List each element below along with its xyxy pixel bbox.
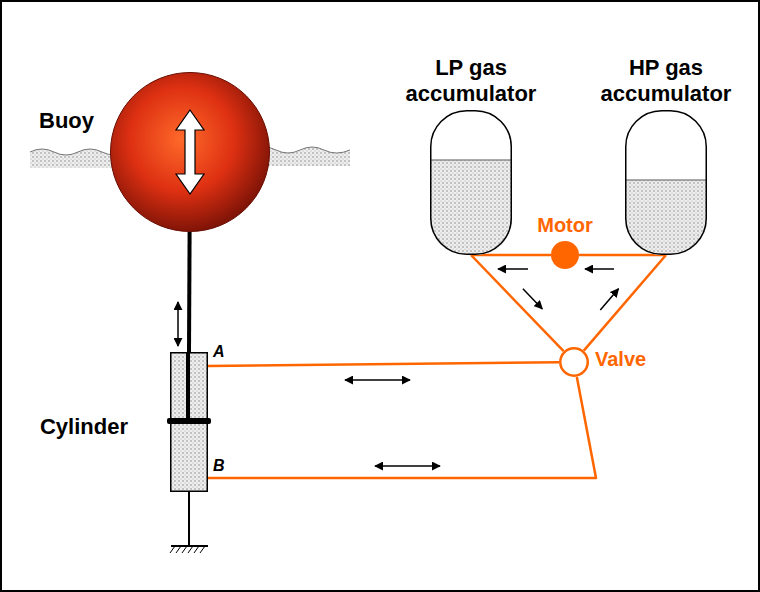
motion-arrow bbox=[177, 302, 179, 346]
hydraulic-line bbox=[584, 255, 666, 351]
hydraulic-line bbox=[471, 255, 564, 351]
vessel-outline bbox=[431, 111, 512, 255]
piston bbox=[167, 418, 211, 424]
flow-arrow bbox=[345, 379, 410, 381]
hydraulic-motor-shape bbox=[551, 241, 579, 269]
hydraulic-motor-label: Motor bbox=[537, 214, 593, 237]
gas-accumulator: LP gas accumulator bbox=[430, 110, 512, 255]
control-valve-label: Valve bbox=[595, 348, 646, 371]
heave-arrow bbox=[176, 110, 204, 194]
hydraulic-cylinder: Cylinder bbox=[170, 352, 208, 492]
valve-symbol bbox=[560, 348, 588, 376]
hydraulic-cylinder-shape bbox=[170, 352, 208, 492]
buoy-sphere bbox=[111, 73, 270, 232]
flow-arrow bbox=[523, 289, 542, 309]
buoy-float-label: Buoy bbox=[39, 108, 94, 133]
hydraulic-cylinder-label: Cylinder bbox=[40, 414, 128, 439]
control-valve-shape bbox=[559, 347, 589, 377]
port-label: B bbox=[213, 457, 225, 475]
buoy-float-shape bbox=[110, 72, 270, 232]
flow-arrow bbox=[375, 465, 440, 467]
gas-accumulator-label: LP gas accumulator bbox=[386, 55, 556, 106]
control-valve: Valve bbox=[559, 347, 589, 377]
gas-accumulator-shape bbox=[625, 110, 707, 255]
flow-arrow bbox=[600, 289, 618, 310]
hydraulic-motor: Motor bbox=[551, 241, 579, 269]
liquid-level bbox=[625, 180, 707, 181]
gas-space bbox=[625, 110, 707, 255]
gas-accumulator: HP gas accumulator bbox=[625, 110, 707, 255]
hydraulic-line bbox=[208, 377, 596, 478]
liquid-level bbox=[430, 160, 512, 161]
vessel-outline bbox=[626, 111, 707, 255]
piston-rod bbox=[186, 352, 190, 420]
anchor-rod bbox=[188, 492, 190, 546]
hydraulic-line bbox=[208, 362, 559, 366]
ground-line bbox=[171, 545, 208, 547]
gas-space bbox=[430, 110, 512, 255]
gas-accumulator-label: HP gas accumulator bbox=[581, 55, 751, 106]
hydraulic-line bbox=[579, 254, 666, 257]
buoy-rod bbox=[187, 232, 192, 352]
flow-arrow bbox=[585, 268, 614, 270]
motor-symbol bbox=[551, 241, 579, 269]
buoy-float: Buoy bbox=[110, 72, 270, 232]
ground-hatch bbox=[170, 546, 205, 553]
liquid bbox=[430, 160, 512, 255]
flow-arrow bbox=[498, 268, 528, 270]
gas-accumulator-shape bbox=[430, 110, 512, 255]
port-label: A bbox=[213, 343, 225, 361]
